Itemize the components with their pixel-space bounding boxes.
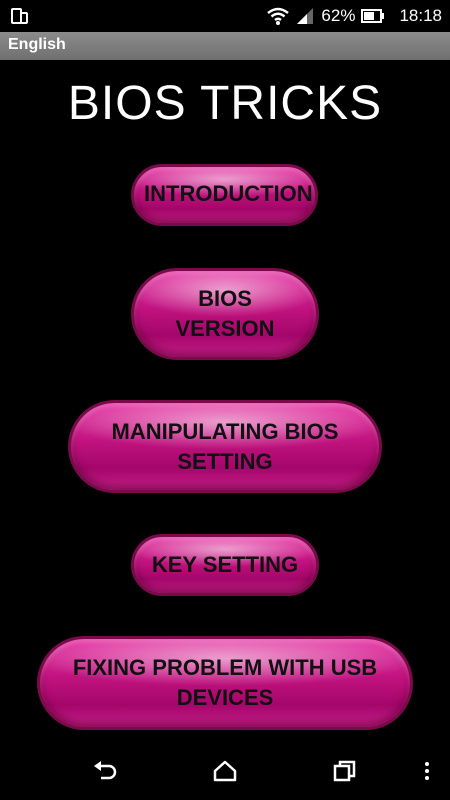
fixing-usb-button-label: FIXING PROBLEM WITH USB DEVICES [72, 655, 378, 710]
title-bar: English [0, 32, 450, 60]
language-label: English [8, 36, 66, 53]
status-bar: 62% 18:18 [0, 0, 450, 32]
battery-percentage: 62% [321, 6, 356, 25]
signal-icon [297, 8, 314, 24]
manipulating-bios-setting-button-label: MANIPULATING BIOS SETTING [111, 418, 339, 474]
fixing-usb-button[interactable]: FIXING PROBLEM WITH USB DEVICES [37, 636, 413, 730]
wifi-icon [267, 7, 290, 25]
introduction-button[interactable]: INTRODUCTION [131, 164, 318, 226]
bios-version-button[interactable]: BIOS VERSION [131, 268, 319, 360]
recent-apps-icon[interactable] [332, 758, 358, 784]
home-icon[interactable] [212, 758, 238, 784]
battery-icon [361, 9, 385, 23]
back-icon[interactable] [92, 758, 118, 784]
bios-version-button-label: BIOS VERSION [175, 286, 275, 341]
status-right: 62% 18:18 [267, 0, 442, 32]
introduction-button-label: INTRODUCTION [144, 181, 313, 206]
phone-tablet-icon [11, 8, 28, 24]
key-setting-button-label: KEY SETTING [151, 552, 299, 577]
key-setting-button[interactable]: KEY SETTING [131, 534, 319, 596]
clock: 18:18 [399, 6, 442, 25]
navigation-bar [0, 740, 450, 800]
page-title: BIOS TRICKS [67, 77, 383, 130]
manipulating-bios-setting-button[interactable]: MANIPULATING BIOS SETTING [68, 400, 382, 493]
overflow-menu-icon[interactable] [420, 758, 434, 784]
